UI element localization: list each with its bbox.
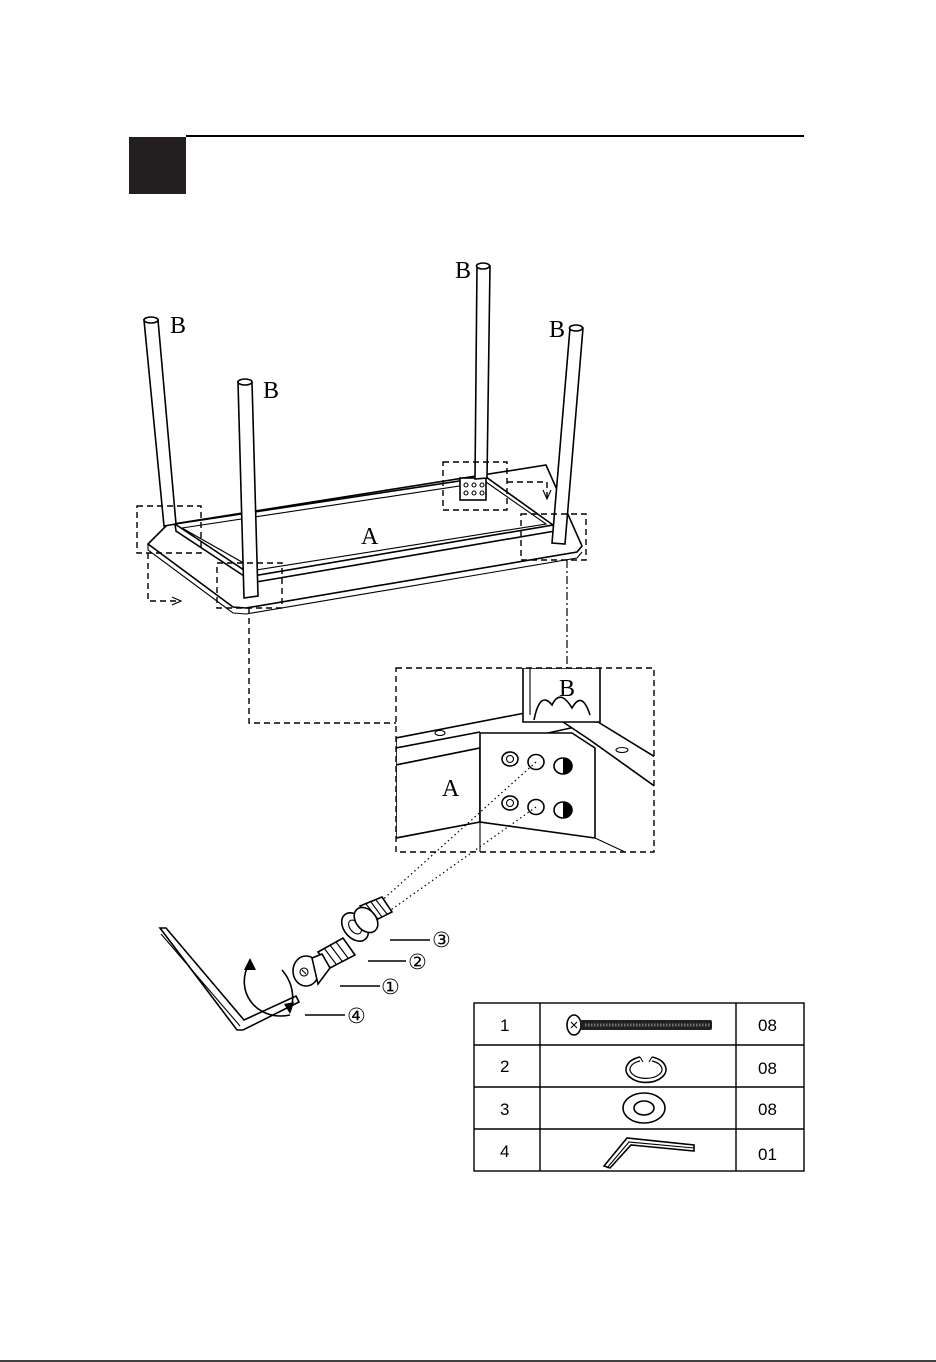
flat-washer-icon (623, 1093, 665, 1123)
label-detail-leg: B (559, 676, 575, 702)
bolt-icon (567, 1015, 712, 1035)
leg-front-right (552, 328, 583, 544)
callout-3: ③ (432, 928, 451, 952)
step-header (129, 136, 804, 194)
part-id: 1 (500, 1016, 509, 1035)
corner-detail-view: A B (396, 668, 660, 852)
label-leg-front-right: B (549, 317, 565, 343)
label-leg-back-right: B (455, 258, 471, 284)
allen-key (160, 928, 299, 1030)
allen-key-icon (604, 1138, 694, 1168)
part-qty: 08 (758, 1059, 777, 1078)
callout-1: ① (381, 975, 400, 999)
label-table-top: A (361, 524, 379, 550)
leg-back-left (144, 320, 176, 526)
step-number-box (129, 137, 186, 194)
part-id: 4 (500, 1142, 509, 1161)
bolt-front (293, 938, 355, 986)
parts-table: 1 08 2 08 3 08 (474, 1003, 804, 1171)
corner-bracket (460, 478, 486, 500)
bolt-rear (336, 897, 392, 946)
label-leg-front-left: B (263, 378, 279, 404)
label-detail-table-top: A (442, 776, 460, 802)
detail-leader-left (249, 608, 396, 723)
part-qty: 08 (758, 1100, 777, 1119)
callout-2: ② (408, 950, 427, 974)
leg-back-right (475, 266, 490, 479)
split-lock-washer-icon (626, 1057, 666, 1082)
part-id: 2 (500, 1057, 509, 1076)
table-assembly-view: A B B B B (137, 258, 586, 723)
part-id: 3 (500, 1100, 509, 1119)
part-qty: 01 (758, 1145, 777, 1164)
callout-4: ④ (347, 1004, 366, 1028)
label-leg-back-left: B (170, 313, 186, 339)
part-qty: 08 (758, 1016, 777, 1035)
